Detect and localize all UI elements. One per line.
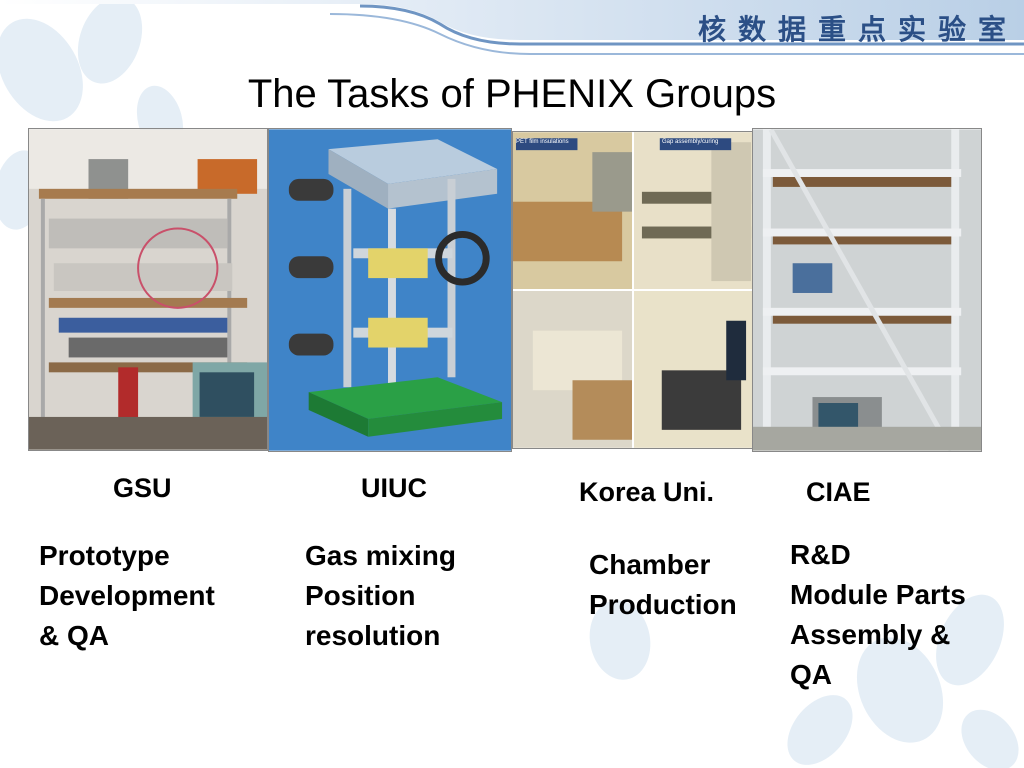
ciae-task-line: QA <box>790 659 832 690</box>
korea-task-line: Production <box>589 589 737 620</box>
gsu-prototype-photo <box>28 128 268 451</box>
gsu-tasks: Prototype Development & QA <box>39 536 215 656</box>
gsu-task-line: Development <box>39 580 215 611</box>
korea-task-line: Chamber <box>589 549 711 580</box>
uiuc-task-line: resolution <box>305 620 441 651</box>
korea-photo-caption-gap: Gap assembly/curing <box>662 139 719 145</box>
uiuc-task-line: Position <box>305 580 416 611</box>
header-banner <box>0 0 1024 55</box>
slide-title: The Tasks of PHENIX Groups <box>247 72 777 116</box>
korea-tasks: Chamber Production <box>589 545 737 625</box>
ciae-task-line: R&D <box>790 539 851 570</box>
gsu-task-line: & QA <box>39 620 109 651</box>
ciae-tasks: R&D Module Parts Assembly & QA <box>790 535 966 695</box>
korea-photo-caption-pet: PET film insulations <box>516 139 569 145</box>
uiuc-tasks: Gas mixing Position resolution <box>305 536 456 656</box>
korea-chamber-production-photo <box>512 131 756 449</box>
ciae-task-line: Module Parts <box>790 579 966 610</box>
uiuc-cad-model-image <box>268 128 512 452</box>
group-name-gsu: GSU <box>113 473 172 503</box>
gsu-task-line: Prototype <box>39 540 170 571</box>
group-name-ciae: CIAE <box>806 477 871 507</box>
ciae-task-line: Assembly & <box>790 619 951 650</box>
group-name-korea: Korea Uni. <box>579 477 715 507</box>
ciae-module-rack-photo <box>752 128 982 452</box>
group-name-uiuc: UIUC <box>361 473 427 503</box>
lab-name-banner-text: 核数据重点实验室 <box>697 13 1018 46</box>
uiuc-task-line: Gas mixing <box>305 540 456 571</box>
